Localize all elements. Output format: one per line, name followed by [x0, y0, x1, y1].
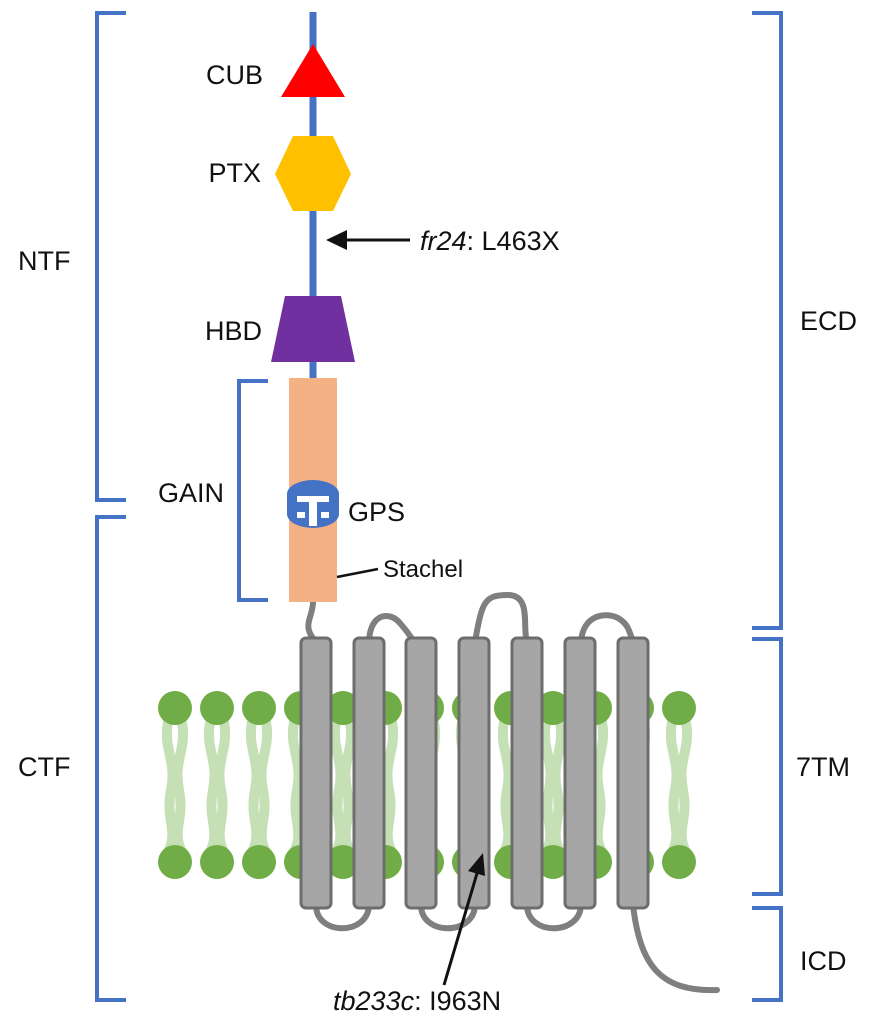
stachel-pointer-line [336, 567, 379, 579]
lipid-tail [203, 717, 231, 857]
ntf-bracket [95, 11, 126, 502]
hbd-domain-trapezoid-icon [271, 296, 355, 362]
stachel-label: Stachel [383, 556, 463, 583]
gain-bracket [237, 379, 268, 602]
tm-helix-6 [563, 636, 597, 910]
cub-domain-triangle-icon [281, 44, 345, 97]
ecd-label: ECD [800, 306, 857, 336]
ecd-bracket [752, 11, 783, 630]
tb233c-mutation-arrow [442, 853, 485, 986]
lipid-tail [329, 717, 357, 857]
lipid-head [662, 845, 696, 879]
ptx-label: PTX [208, 158, 261, 188]
fr24-mutation-label: fr24: L463X [420, 226, 560, 256]
lipid-head [242, 845, 276, 879]
tm-helix-4 [457, 636, 491, 910]
intracellular-loop-3 [524, 902, 584, 932]
ptx-domain-hexagon-icon [275, 136, 351, 211]
extracellular-loop-1 [366, 613, 417, 645]
ntf-label: NTF [18, 246, 70, 276]
intracellular-loop-2 [418, 902, 478, 932]
lipid-head [536, 845, 570, 879]
lipid-head [158, 845, 192, 879]
tm-helix-2 [352, 636, 386, 910]
lipid-head [158, 691, 192, 725]
lipid-head [200, 845, 234, 879]
fr24-allele: fr24 [420, 226, 467, 256]
lipid-head [200, 691, 234, 725]
tm-helix-5 [510, 636, 544, 910]
lipid-head [326, 691, 360, 725]
lipid-head [662, 691, 696, 725]
fr24-mutation-arrow [326, 230, 410, 250]
gps-motif-icon [287, 480, 339, 528]
tb233c-allele: tb233c [333, 986, 415, 1016]
tm-helix-7 [616, 636, 650, 910]
linker-loop [305, 597, 319, 645]
extracellular-loop-3 [578, 612, 636, 645]
seven-transmembrane-helices [299, 636, 650, 910]
extracellular-loop-2 [472, 591, 530, 645]
lipid-head [326, 845, 360, 879]
lipid-tail [161, 717, 189, 857]
icd-label: ICD [800, 946, 847, 976]
gain-label: GAIN [158, 478, 224, 508]
tm7-label: 7TM [796, 752, 850, 782]
hbd-label: HBD [205, 316, 262, 346]
intracellular-loop-1 [313, 902, 372, 932]
cub-label: CUB [206, 60, 263, 90]
gps-label: GPS [348, 497, 405, 527]
lipid-head [536, 691, 570, 725]
tb233c-mutation-label: tb233c: I963N [333, 986, 501, 1016]
ctf-label: CTF [18, 752, 70, 782]
lipid-tail [665, 717, 693, 857]
c-terminal-tail [630, 902, 720, 994]
icd-bracket [752, 906, 783, 1002]
lipid-head [242, 691, 276, 725]
tm7-bracket [752, 637, 783, 896]
ctf-bracket [95, 515, 126, 1002]
tm-helix-1 [299, 636, 333, 910]
brackets [95, 11, 783, 1002]
lipid-tail [539, 717, 567, 857]
tm-helix-3 [404, 636, 438, 910]
lipid-tail [245, 717, 273, 857]
fr24-change: : L463X [467, 226, 560, 256]
tb233c-change: : I963N [414, 986, 501, 1016]
